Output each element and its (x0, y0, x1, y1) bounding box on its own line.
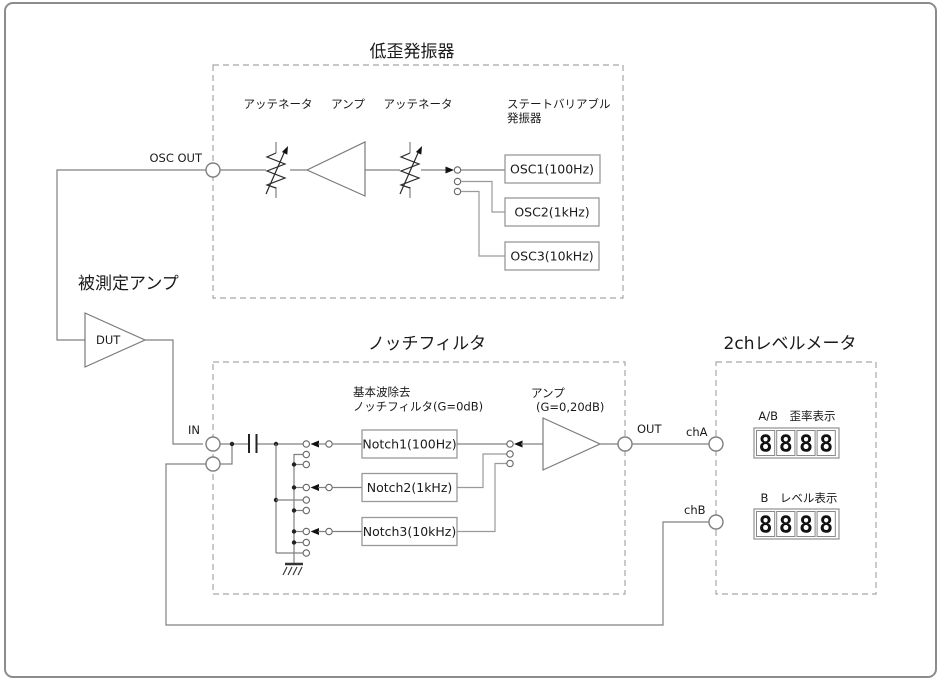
oscillator-title: 低歪発振器 (370, 42, 455, 62)
display-b-digit: 8 (759, 513, 773, 539)
in-terminal-lower (205, 456, 221, 472)
chb-terminal (708, 514, 724, 530)
oscillator-box (212, 64, 624, 299)
display-b-digit: 8 (779, 513, 793, 539)
notch3-block-label: Notch3(10kHz) (363, 524, 457, 539)
osc3-block-label: OSC3(10kHz) (510, 249, 593, 264)
notch-filter-box (212, 361, 626, 595)
in-label: IN (188, 423, 200, 437)
notch-amp-label-line1: アンプ (531, 386, 565, 400)
display-a-digit: 8 (759, 432, 773, 458)
dut-title: 被測定アンプ (78, 274, 179, 294)
display-b-digit: 8 (819, 513, 833, 539)
dut-output-wire (145, 339, 203, 445)
wire (461, 190, 505, 257)
osc1-block (504, 154, 601, 184)
svo-label-line1: ステートバリアブル (507, 97, 611, 111)
attenuator-icon (399, 141, 423, 199)
attenuator-icon (265, 141, 289, 199)
notch-note-line1: 基本波除去 (353, 385, 411, 399)
display-a-digit: 8 (819, 432, 833, 458)
oscillator-section: 低歪発振器 アッテネータ アンプ アッテネータ ステートバリアブル 発振器 OS… (56, 42, 624, 341)
wire (461, 180, 505, 213)
out-label: OUT (637, 422, 662, 436)
seven-segment-display-a: 8 8 8 8 (753, 427, 840, 459)
level-meter-box (715, 361, 877, 595)
osc3-block (504, 241, 600, 271)
osc-amp-label: アンプ (331, 97, 365, 111)
notch-filter-title: ノッチフィルタ (368, 334, 486, 354)
attenuator1-label: アッテネータ (244, 97, 313, 111)
dut-section: 被測定アンプ DUT (78, 274, 203, 445)
capacitor-icon (248, 434, 258, 453)
notch-amp-label-line2: (G=0,20dB) (536, 400, 604, 414)
out-terminal (617, 436, 633, 452)
notch1-block-label: Notch1(100Hz) (362, 437, 456, 452)
display-a-digit: 8 (799, 432, 813, 458)
level-meter-title: 2chレベルメータ (724, 334, 857, 354)
level-meter-section: 2chレベルメータ chA chB A/B 歪率表示 8 8 8 8 B レベル… (684, 334, 877, 595)
chb-wire (165, 463, 709, 626)
chb-label: chB (684, 503, 706, 517)
ground-bus (291, 453, 303, 564)
junction-dot (229, 441, 235, 447)
osc2-block (504, 197, 600, 227)
display-a-label: A/B 歪率表示 (758, 409, 835, 423)
seven-segment-display-b: 8 8 8 8 (753, 508, 840, 540)
attenuator2-label: アッテネータ (384, 97, 453, 111)
notch-amp-icon (542, 417, 602, 471)
osc2-block-label: OSC2(1kHz) (514, 205, 589, 220)
dut-label: DUT (96, 333, 121, 347)
oscillator-selector-switch-icon (445, 166, 462, 196)
ground-icon (282, 562, 303, 576)
signal-bus (273, 441, 303, 554)
osc-amp-icon (305, 141, 366, 197)
wire (457, 453, 507, 489)
notch-output-selector-switch-icon (506, 440, 543, 468)
svo-label-line2: 発振器 (507, 111, 542, 125)
wire (220, 444, 233, 465)
page-border (4, 2, 937, 678)
notch-filter-section: ノッチフィルタ IN (188, 334, 662, 595)
display-b-label: B レベル表示 (761, 491, 838, 505)
cha-label: chA (686, 425, 708, 439)
dut-amp-icon (84, 312, 147, 368)
notch2-block-label: Notch2(1kHz) (367, 480, 453, 495)
osc-out-label: OSC OUT (149, 151, 203, 165)
in-terminal-upper (205, 436, 221, 452)
osc-out-wire (56, 169, 206, 341)
notch-input-selector-switch-icon (302, 440, 333, 557)
display-b-digit: 8 (799, 513, 813, 539)
notch-note-line2: ノッチフィルタ(G=0dB) (353, 400, 483, 414)
osc-out-terminal (205, 162, 221, 178)
wire (457, 462, 507, 533)
cha-terminal (708, 436, 724, 452)
notch2-block (361, 472, 458, 503)
osc1-block-label: OSC1(100Hz) (510, 162, 594, 177)
display-a-digit: 8 (779, 432, 793, 458)
